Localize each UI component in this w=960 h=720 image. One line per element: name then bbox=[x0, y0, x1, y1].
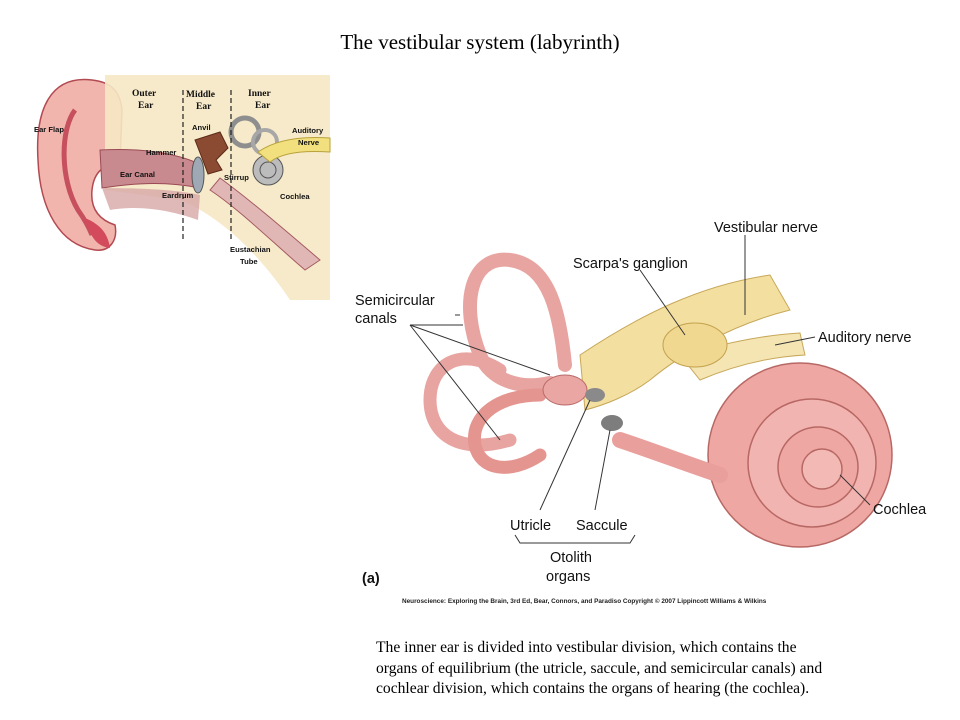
label-ear-canal: Ear Canal bbox=[120, 170, 155, 179]
cochlea-coil bbox=[259, 161, 277, 179]
label-eustachian-2: Tube bbox=[240, 257, 258, 266]
label-inner-ear-2: Ear bbox=[255, 101, 271, 111]
label-middle-ear-2: Ear bbox=[196, 102, 212, 112]
label-outer-ear-1: Outer bbox=[132, 89, 157, 99]
canal-superior bbox=[463, 252, 572, 393]
label-semicircular-1: Semicircular bbox=[355, 293, 435, 309]
label-panel-a: (a) bbox=[362, 571, 380, 587]
label-stirrup: Stirrup bbox=[224, 173, 249, 182]
label-anvil: Anvil bbox=[192, 123, 211, 132]
canal-lateral bbox=[467, 388, 547, 474]
label-outer-ear-2: Ear bbox=[138, 101, 154, 111]
utricle-macula bbox=[585, 388, 605, 402]
label-middle-ear-1: Middle bbox=[186, 90, 215, 100]
caption-line-3: cochlear division, which contains the or… bbox=[376, 680, 810, 697]
label-otolith-1: Otolith bbox=[550, 550, 592, 566]
slide-title: The vestibular system (labyrinth) bbox=[340, 30, 620, 54]
label-utricle: Utricle bbox=[510, 518, 551, 534]
ossicles-shape bbox=[194, 131, 229, 175]
label-cochlea: Cochlea bbox=[280, 192, 310, 201]
ear-flap-lobe bbox=[85, 218, 110, 248]
label-hammer: Hammer bbox=[146, 148, 176, 157]
label-auditory-nerve-1: Auditory bbox=[292, 126, 324, 135]
label-inner-ear-1: Inner bbox=[248, 89, 271, 99]
labyrinth-diagram: Vestibular nerve Scarpa's ganglion Semic… bbox=[355, 220, 927, 605]
saccule-macula bbox=[601, 415, 623, 431]
label-eustachian-1: Eustachian bbox=[230, 245, 271, 254]
auditory-nerve-shape bbox=[257, 137, 331, 163]
caption-line-2: organs of equilibrium (the utricle, sacc… bbox=[376, 659, 823, 677]
label-cochlea: Cochlea bbox=[873, 502, 927, 518]
scarpas-ganglion-shape bbox=[662, 322, 728, 368]
label-ear-flap: Ear Flap bbox=[34, 125, 64, 134]
label-eardrum: Eardrum bbox=[162, 191, 193, 200]
label-saccule: Saccule bbox=[576, 518, 628, 534]
cochlea-ring-4 bbox=[801, 448, 843, 490]
ampulla-shape bbox=[542, 374, 588, 406]
label-semicircular-2: canals bbox=[355, 311, 397, 327]
ear-anatomy-diagram: Outer Ear Middle Ear Inner Ear Ear Flap … bbox=[34, 75, 331, 300]
ear-canal-lower bbox=[102, 188, 200, 220]
label-vestibular-nerve: Vestibular nerve bbox=[714, 220, 818, 236]
label-otolith-2: organs bbox=[546, 569, 590, 585]
cochlea-duct bbox=[612, 432, 728, 483]
label-credit: Neuroscience: Exploring the Brain, 3rd E… bbox=[402, 597, 767, 605]
caption-text: The inner ear is divided into vestibular… bbox=[376, 638, 936, 700]
label-auditory-nerve: Auditory nerve bbox=[818, 330, 912, 346]
eardrum-shape bbox=[191, 156, 205, 194]
label-auditory-nerve-2: Nerve bbox=[298, 138, 319, 147]
label-scarpas-ganglion: Scarpa's ganglion bbox=[573, 256, 688, 272]
eustachian-tube-shape bbox=[209, 177, 321, 271]
caption-line-1: The inner ear is divided into vestibular… bbox=[376, 639, 797, 656]
